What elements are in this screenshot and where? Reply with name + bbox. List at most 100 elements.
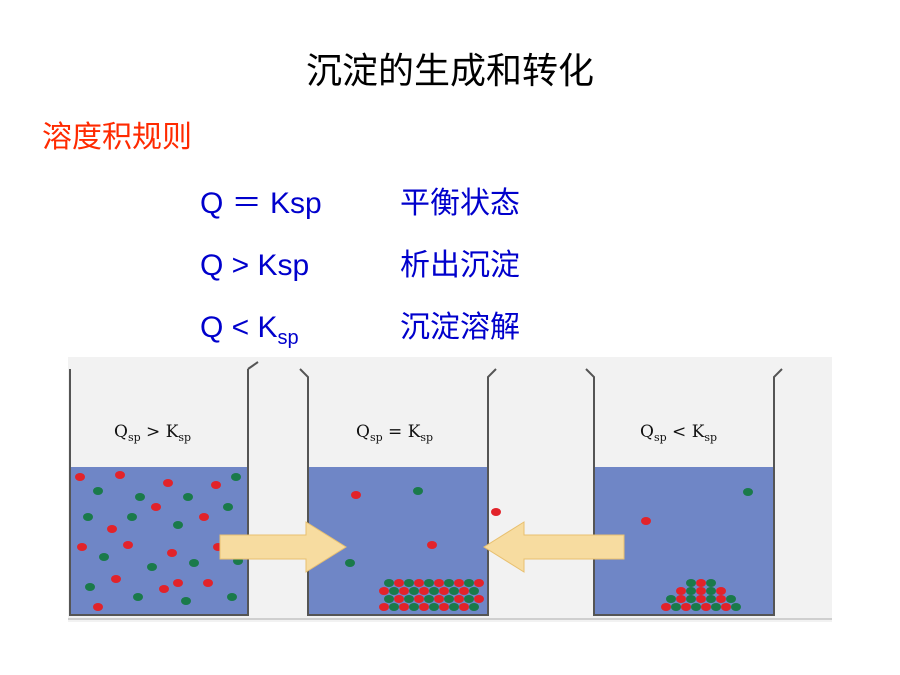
red-ion: [173, 579, 183, 587]
green-ion: [429, 587, 439, 595]
red-ion: [459, 603, 469, 611]
beakers-figure: Qsp > Ksp Qsp = Ksp Qsp < Ksp: [68, 357, 832, 622]
red-ion: [641, 517, 651, 525]
green-ion: [181, 597, 191, 605]
dissolved-ions: [345, 487, 501, 567]
rule-description: 析出沉淀: [400, 248, 520, 283]
red-ion: [681, 603, 691, 611]
green-ion: [413, 487, 423, 495]
green-ion: [227, 593, 237, 601]
beakers-illustration: Qsp > Ksp Qsp = Ksp Qsp < Ksp: [68, 361, 832, 620]
red-ion: [414, 579, 424, 587]
red-ion: [434, 595, 444, 603]
green-ion: [384, 595, 394, 603]
red-ion: [93, 603, 103, 611]
green-ion: [686, 579, 696, 587]
green-ion: [409, 603, 419, 611]
red-ion: [716, 587, 726, 595]
beaker-label: Qsp = Ksp: [356, 422, 433, 444]
green-ion: [404, 595, 414, 603]
beaker-wall: [585, 368, 783, 616]
green-ion: [726, 595, 736, 603]
green-ion: [449, 603, 459, 611]
red-ion: [474, 579, 484, 587]
red-ion: [399, 603, 409, 611]
red-ion: [77, 543, 87, 551]
green-ion: [99, 553, 109, 561]
green-ion: [691, 603, 701, 611]
green-ion: [389, 603, 399, 611]
rule-condition: Q ＝ Ksp: [200, 187, 322, 220]
green-ion: [444, 595, 454, 603]
red-ion: [394, 579, 404, 587]
red-ion: [167, 549, 177, 557]
green-ion: [731, 603, 741, 611]
red-ion: [721, 603, 731, 611]
green-ion: [444, 579, 454, 587]
red-ion: [394, 595, 404, 603]
green-ion: [686, 595, 696, 603]
green-ion: [135, 493, 145, 501]
red-ion: [459, 587, 469, 595]
green-ion: [409, 587, 419, 595]
green-ion: [183, 493, 193, 501]
green-ion: [389, 587, 399, 595]
beaker-equilibrium: Qsp = Ksp: [299, 368, 501, 616]
red-ion: [439, 603, 449, 611]
arrow-left-icon: [483, 521, 625, 573]
green-ion: [404, 579, 414, 587]
green-ion: [424, 579, 434, 587]
green-ion: [469, 587, 479, 595]
red-ion: [107, 525, 117, 533]
red-ion: [419, 603, 429, 611]
beaker-wall: [299, 368, 497, 616]
rule-dissolve: Q < Ksp 沉淀溶解: [200, 302, 520, 350]
green-ion: [127, 513, 137, 521]
green-ion: [83, 513, 93, 521]
red-ion: [491, 508, 501, 516]
green-ion: [147, 563, 157, 571]
beaker-label: Qsp < Ksp: [640, 422, 717, 444]
red-ion: [111, 575, 121, 583]
precipitate-pile: [661, 579, 741, 611]
section-subtitle: 溶度积规则: [42, 120, 192, 155]
green-ion: [711, 603, 721, 611]
red-ion: [427, 541, 437, 549]
red-ion: [399, 587, 409, 595]
red-ion: [159, 585, 169, 593]
red-ion: [351, 491, 361, 499]
red-ion: [211, 481, 221, 489]
green-ion: [384, 579, 394, 587]
rule-description: 沉淀溶解: [400, 310, 520, 345]
rule-description: 平衡状态: [400, 186, 520, 221]
green-ion: [706, 587, 716, 595]
red-ion: [379, 587, 389, 595]
beaker-unsaturated: Qsp < Ksp: [585, 368, 783, 616]
green-ion: [85, 583, 95, 591]
dissolved-ions: [75, 471, 243, 611]
red-ion: [379, 603, 389, 611]
red-ion: [454, 579, 464, 587]
red-ion: [676, 587, 686, 595]
green-ion: [449, 587, 459, 595]
red-ion: [75, 473, 85, 481]
beaker-wall: [69, 369, 249, 616]
green-ion: [223, 503, 233, 511]
red-ion: [716, 595, 726, 603]
red-ion: [419, 587, 429, 595]
green-ion: [706, 579, 716, 587]
red-ion: [701, 603, 711, 611]
green-ion: [231, 473, 241, 481]
red-ion: [474, 595, 484, 603]
green-ion: [464, 579, 474, 587]
rule-condition: Q < Ksp: [200, 311, 299, 349]
rule-equilibrium: Q ＝ Ksp 平衡状态: [200, 178, 520, 226]
red-ion: [439, 587, 449, 595]
rule-precipitate: Q > Ksp 析出沉淀: [200, 240, 520, 288]
beaker-supersaturated: Qsp > Ksp: [69, 361, 259, 616]
dissolved-ions: [641, 488, 753, 525]
red-ion: [151, 503, 161, 511]
red-ion: [199, 513, 209, 521]
red-ion: [203, 579, 213, 587]
rule-condition: Q > Ksp: [200, 249, 310, 282]
